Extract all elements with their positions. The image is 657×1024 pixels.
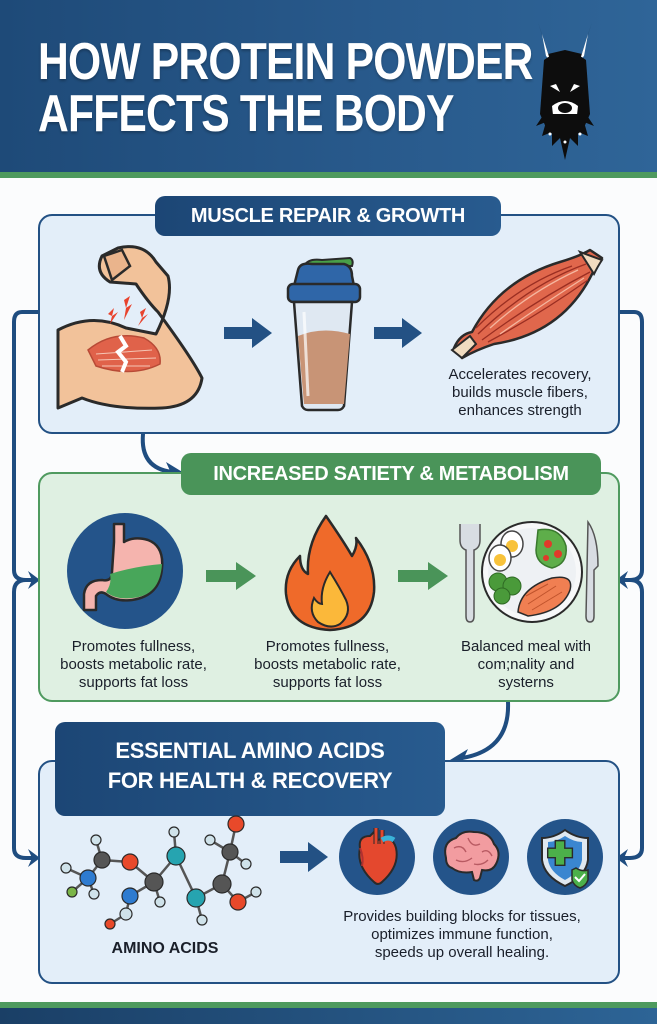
caption-muscle-repair: Accelerates recovery, builds muscle fibe… [425,366,615,420]
flexed-arm-torn-muscle-icon [56,245,204,410]
caption-line: supports fat loss [78,674,189,691]
page-title: HOW PROTEIN POWDER AFFECTS THE BODY [38,33,533,143]
amino-acid-molecule-icon [60,815,262,930]
heart-icon [339,819,415,895]
title-line-1: ESSENTIAL AMINO ACIDS [115,738,385,763]
section-title-satiety-metabolism: INCREASED SATIETY & METABOLISM [181,453,601,495]
footer-banner [0,1008,657,1024]
footer-accent-stripe [0,1002,657,1008]
caption-line: Accelerates recovery, [448,366,592,383]
arrow-right-icon [280,842,328,872]
title-line-2: FOR HEALTH & RECOVERY [107,768,393,793]
arrow-right-icon [374,318,422,348]
title-line-2: AFFECTS THE BODY [38,85,454,143]
section-title-amino-acids: ESSENTIAL AMINO ACIDS FOR HEALTH & RECOV… [55,722,445,816]
caption-line: Promotes fullness, [71,638,196,655]
muscle-fiber-icon [450,248,604,360]
arrow-right-icon [398,562,448,590]
section-title-muscle-repair: MUSCLE REPAIR & GROWTH [155,196,501,236]
molecule-label: AMINO ACIDS [111,940,219,957]
caption-amino-benefits: Provides building blocks for tissues, op… [312,908,612,962]
caption-line: systerns [498,674,554,691]
arrow-right-icon [206,562,256,590]
caption-line: Promotes fullness, [265,638,390,655]
caption-line: speeds up overall healing. [374,944,550,961]
caption-line: optimizes immune function, [371,926,553,943]
flame-icon [284,514,376,632]
caption-line: Provides building blocks for tissues, [343,908,581,925]
caption-fullness-2: Promotes fullness, boosts metabolic rate… [240,638,415,692]
balanced-meal-plate-icon [459,519,599,623]
caption-line: Balanced meal with [460,638,592,655]
caption-line: builds muscle fibers, [452,384,588,401]
caption-line: com;nality and [477,656,575,673]
stomach-icon [67,513,183,629]
caption-fullness-1: Promotes fullness, boosts metabolic rate… [46,638,221,692]
title-line-1: HOW PROTEIN POWDER [38,33,533,91]
caption-balanced-meal: Balanced meal with com;nality and syster… [446,638,606,692]
shield-plus-check-icon [527,819,603,895]
caption-line: boosts metabolic rate, [60,656,207,673]
caption-line: boosts metabolic rate, [254,656,401,673]
caption-line: enhances strength [458,402,582,419]
brain-icon [433,819,509,895]
caption-line: supports fat loss [272,674,383,691]
protein-shaker-icon [286,256,362,412]
arrow-right-icon [224,318,272,348]
header-banner: HOW PROTEIN POWDER AFFECTS THE BODY [0,0,657,172]
doberman-dog-logo-icon [536,22,594,160]
header-accent-stripe [0,172,657,178]
